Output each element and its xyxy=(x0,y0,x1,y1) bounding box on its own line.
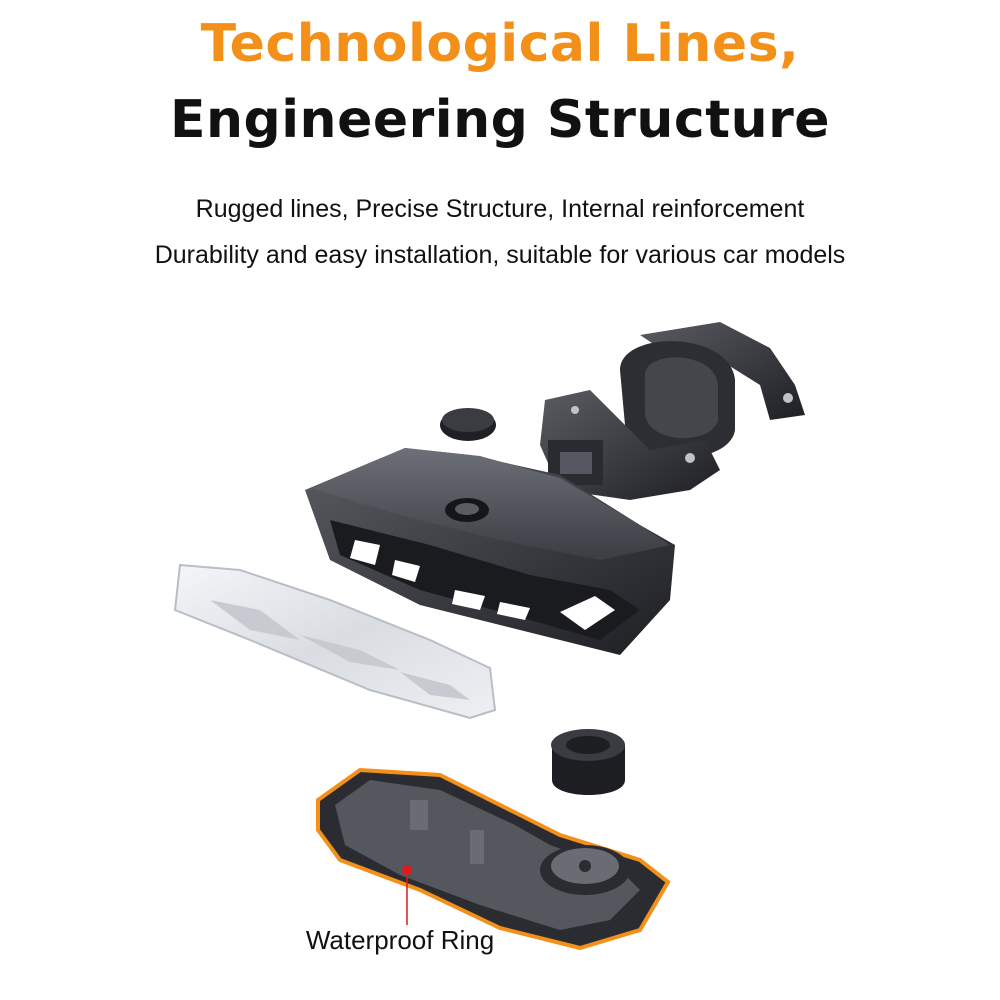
clear-lens xyxy=(173,563,497,720)
headline-accent: Technological Lines, xyxy=(200,14,800,74)
clamp-bracket xyxy=(540,322,805,500)
description-line-1: Rugged lines, Precise Structure, Interna… xyxy=(195,195,805,223)
switch-knob xyxy=(551,729,625,795)
base-plate xyxy=(316,767,671,951)
main-housing xyxy=(305,448,675,655)
description-line-2: Durability and easy installation, suitab… xyxy=(154,241,846,269)
callout-marker xyxy=(402,865,412,925)
exploded-view-illustration xyxy=(173,322,805,951)
headline-main: Engineering Structure xyxy=(169,90,831,150)
rubber-cap xyxy=(440,408,496,441)
waterproof-ring-label: Waterproof Ring xyxy=(305,925,495,955)
